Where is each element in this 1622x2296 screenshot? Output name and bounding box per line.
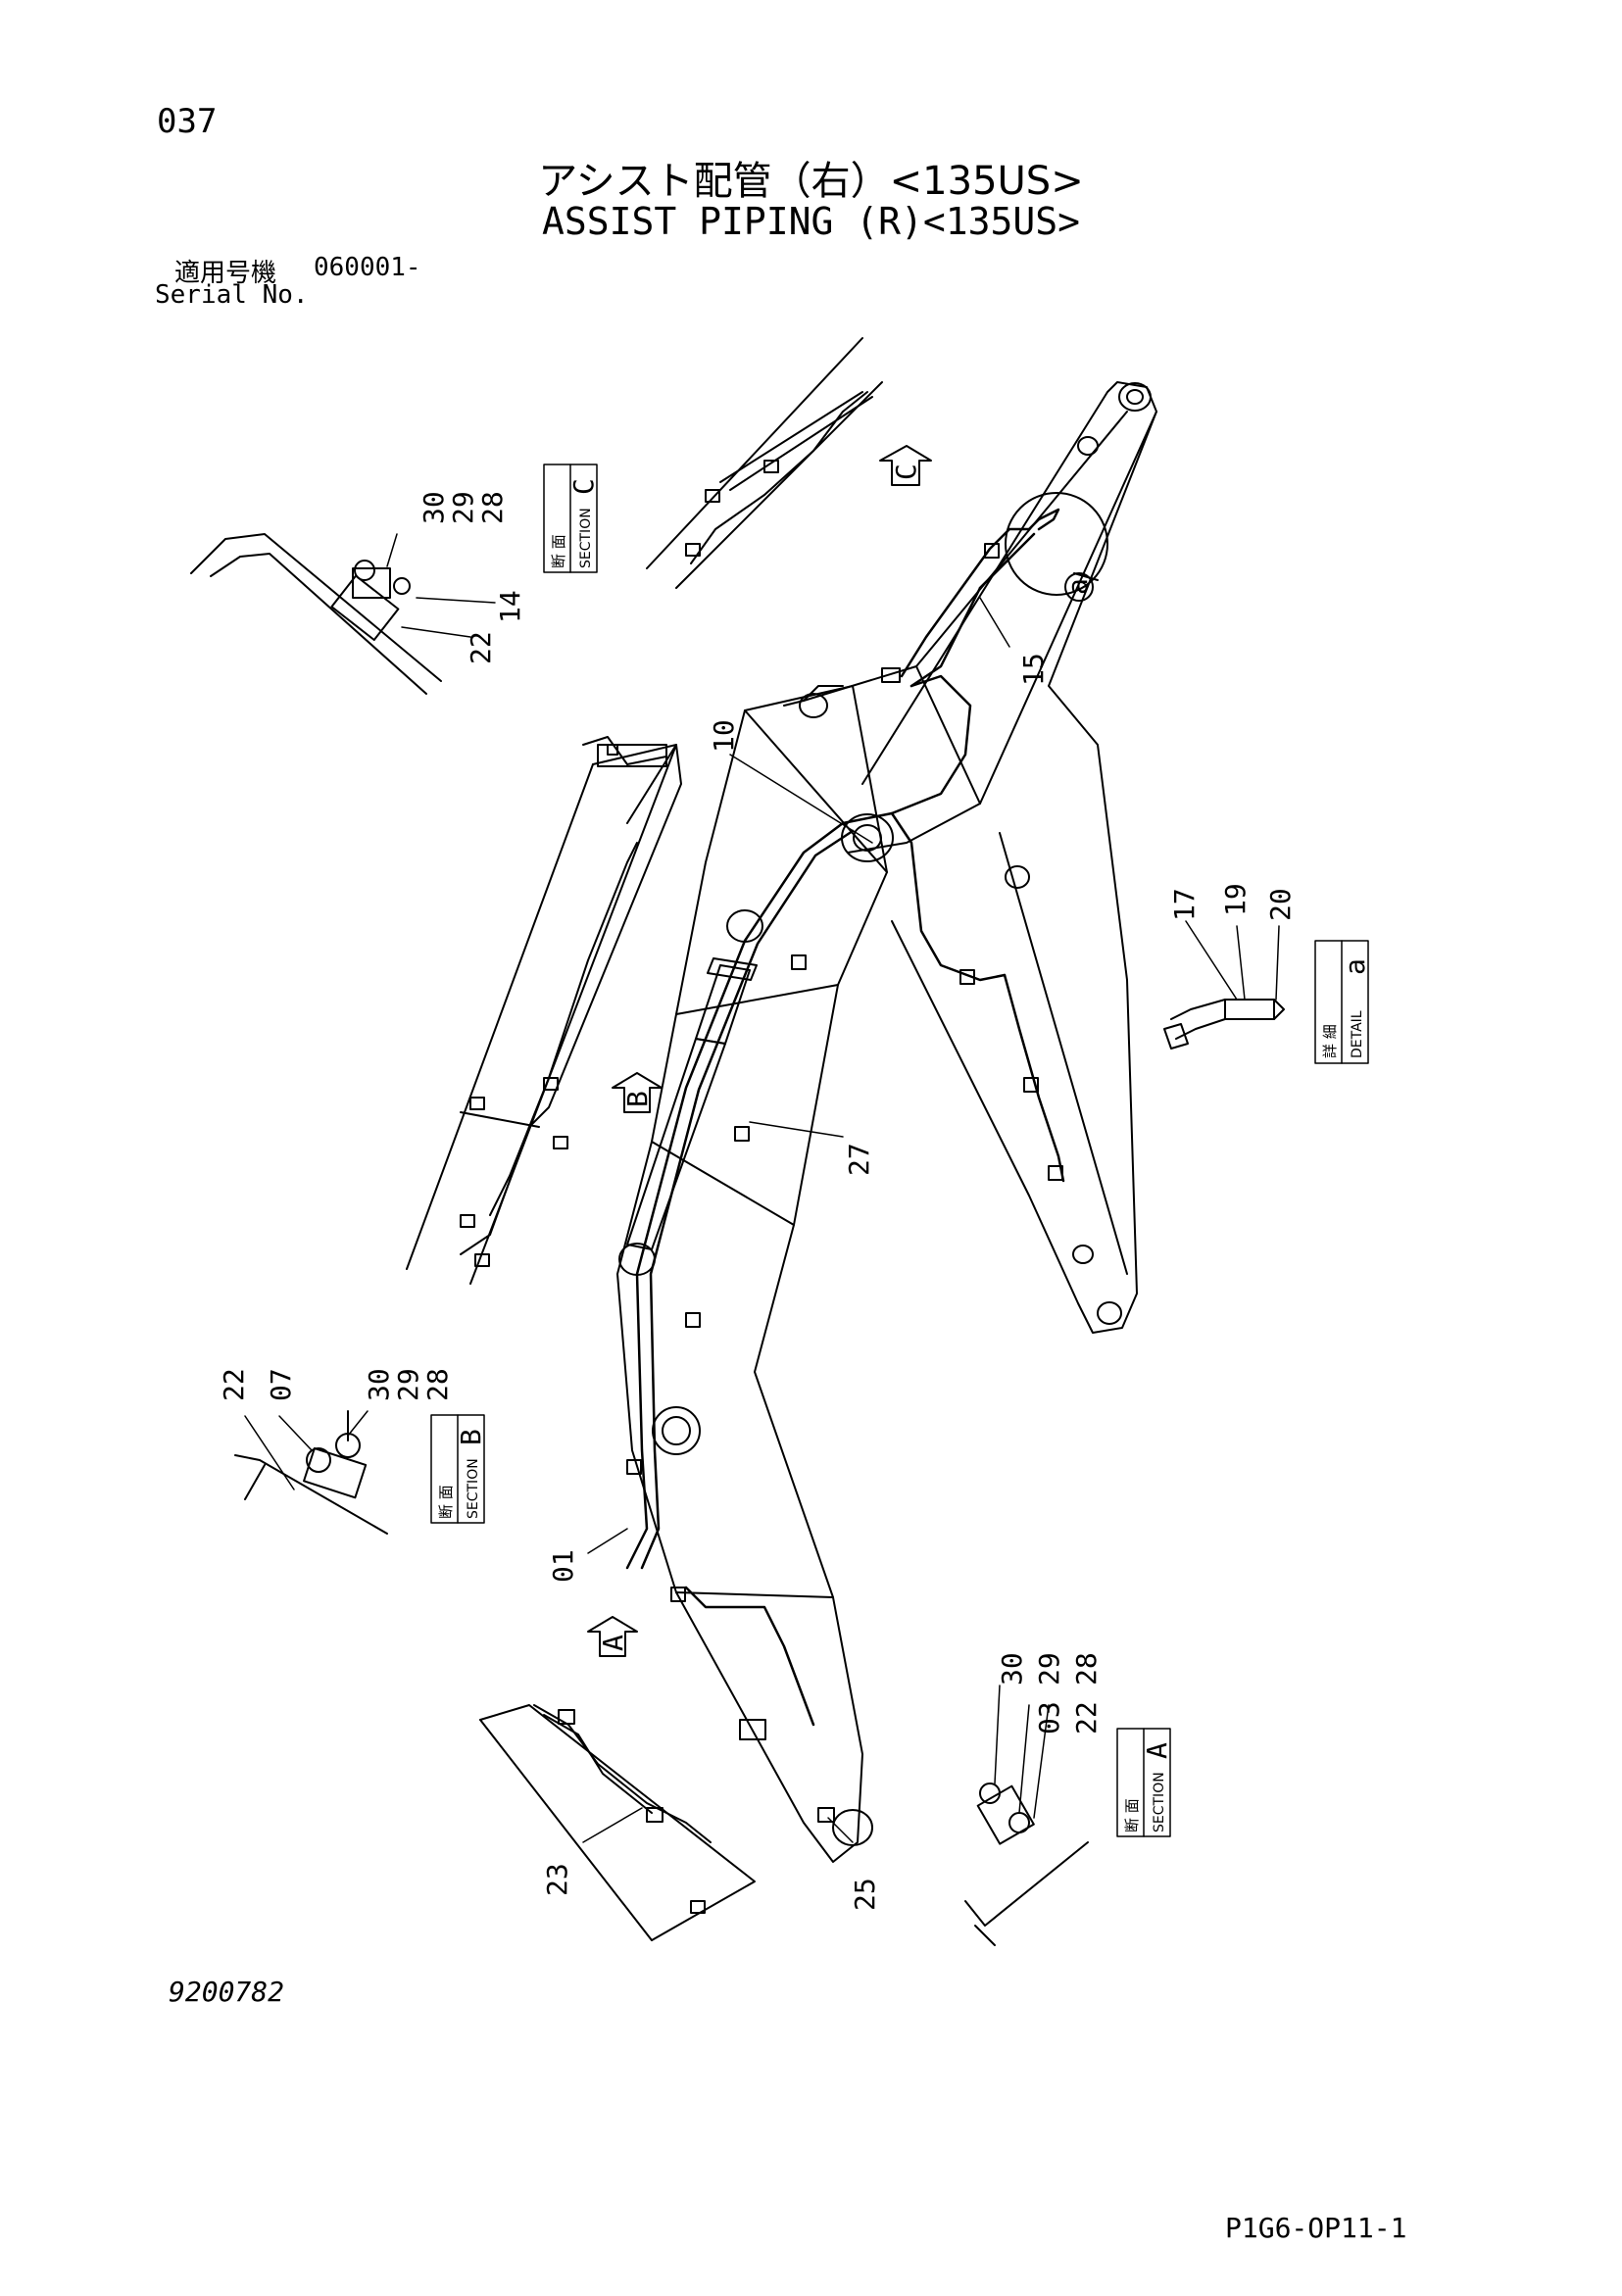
label-a-30: 30 xyxy=(996,1652,1028,1685)
label-10: 10 xyxy=(708,719,740,753)
arm-outline xyxy=(861,381,1157,1334)
pipe-clamps xyxy=(626,543,1063,1823)
serial-value: 060001- xyxy=(314,253,421,282)
label-c-14: 14 xyxy=(494,590,526,623)
sheet-code: P1G6-OP11-1 xyxy=(1225,2212,1407,2244)
detail-marker-letter: a xyxy=(1061,578,1094,595)
title-english: ASSIST PIPING (R)<135US> xyxy=(541,200,1081,243)
section-b-letter: B xyxy=(455,1429,487,1445)
label-23: 23 xyxy=(541,1863,573,1896)
label-01: 01 xyxy=(547,1549,579,1583)
serial-label-japanese: 適用号機 xyxy=(174,259,277,288)
section-b-en: SECTION xyxy=(466,1458,481,1519)
section-c-en: SECTION xyxy=(578,508,594,568)
view-arrow-c xyxy=(879,445,932,486)
label-27: 27 xyxy=(843,1143,875,1176)
label-a-28: 28 xyxy=(1070,1652,1103,1685)
label-d-20: 20 xyxy=(1264,888,1297,921)
section-b-jp: 断 面 xyxy=(437,1485,455,1519)
view-arrow-a-letter: A xyxy=(597,1635,629,1651)
section-c-jp: 断 面 xyxy=(550,534,567,568)
section-b-inset xyxy=(234,1410,388,1535)
page-number: 037 xyxy=(157,102,218,141)
detail-a-jp: 詳 細 xyxy=(1321,1024,1339,1058)
section-c-piping-strip xyxy=(646,337,883,589)
section-box-c xyxy=(543,464,598,573)
leader-lines xyxy=(244,533,1280,1843)
label-c-30: 30 xyxy=(418,491,450,524)
label-15: 15 xyxy=(1017,653,1050,686)
detail-marker-circle xyxy=(1064,572,1094,602)
label-a-03: 03 xyxy=(1033,1701,1065,1734)
section-a-jp: 断 面 xyxy=(1123,1798,1141,1832)
section-box-a xyxy=(1116,1728,1171,1837)
label-b-22: 22 xyxy=(218,1368,250,1401)
label-b-30: 30 xyxy=(363,1368,395,1401)
serial-label-english: Serial No. xyxy=(155,280,309,310)
label-b-28: 28 xyxy=(421,1368,454,1401)
section-a-inset xyxy=(964,1783,1089,1946)
section-c-letter: C xyxy=(567,478,600,495)
view-arrow-a xyxy=(587,1616,638,1657)
detail-a-circle xyxy=(1005,492,1108,596)
section-a-piping-strip xyxy=(479,1704,756,1941)
title-japanese: アシスト配管（右）<135US> xyxy=(538,159,1084,204)
drawing-number: 9200782 xyxy=(169,1976,285,2008)
label-d-19: 19 xyxy=(1219,883,1252,916)
detail-a-inset xyxy=(1163,999,1285,1050)
label-c-28: 28 xyxy=(476,491,509,524)
label-b-07: 07 xyxy=(265,1368,297,1401)
section-a-letter: A xyxy=(1141,1742,1173,1759)
detail-a-en: DETAIL xyxy=(1350,1010,1365,1058)
view-arrow-b-letter: B xyxy=(621,1091,654,1107)
section-b-piping-strip xyxy=(406,736,682,1285)
label-c-29: 29 xyxy=(447,491,479,524)
label-a-22: 22 xyxy=(1070,1701,1103,1734)
detail-box-a xyxy=(1314,940,1369,1064)
label-b-29: 29 xyxy=(392,1368,424,1401)
label-a-29: 29 xyxy=(1033,1652,1065,1685)
view-arrow-b xyxy=(612,1072,663,1113)
detail-a-letter: a xyxy=(1339,958,1371,975)
boom-outline xyxy=(616,685,888,1863)
assist-piping-lines xyxy=(625,508,1065,1727)
label-d-17: 17 xyxy=(1168,888,1201,921)
section-a-en: SECTION xyxy=(1152,1772,1167,1832)
view-arrow-c-letter: C xyxy=(890,464,922,480)
section-box-b xyxy=(430,1414,485,1524)
label-25: 25 xyxy=(849,1878,881,1911)
label-c-22: 22 xyxy=(465,631,497,664)
section-c-inset xyxy=(190,533,442,695)
